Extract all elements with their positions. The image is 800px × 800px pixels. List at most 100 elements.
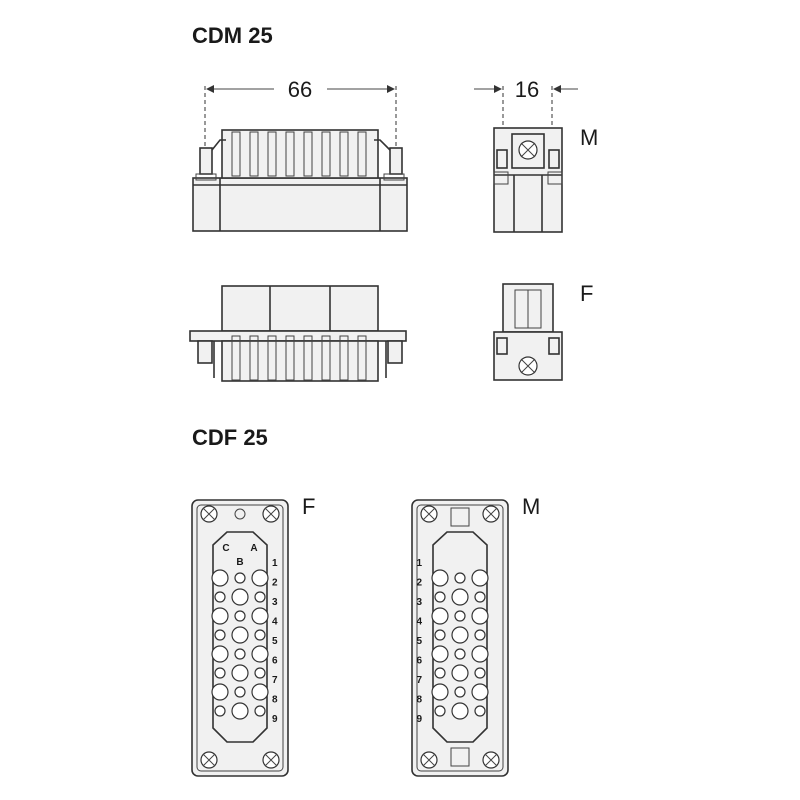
contact-hole xyxy=(431,683,449,701)
contact-hole xyxy=(474,591,486,603)
contact-hole xyxy=(474,667,486,679)
housing-rib xyxy=(231,131,241,177)
cdm-end-view-male xyxy=(493,127,563,233)
cdf-female-label: F xyxy=(302,494,315,519)
row-number: 6 xyxy=(272,656,278,667)
housing-rib xyxy=(249,335,259,381)
contact-hole xyxy=(231,626,249,644)
housing-rib xyxy=(249,131,259,177)
contact-hole xyxy=(251,569,269,587)
contact-hole xyxy=(231,702,249,720)
cdm-end-view-female xyxy=(493,283,563,381)
row-number: 3 xyxy=(272,597,278,608)
row-number: 9 xyxy=(272,714,278,725)
dimension-16: 16 xyxy=(474,77,578,160)
contact-hole xyxy=(434,705,446,717)
contact-hole xyxy=(254,705,266,717)
contact-hole xyxy=(471,683,489,701)
cdf-male-label: M xyxy=(522,494,540,519)
contact-hole xyxy=(434,629,446,641)
cdf-front-view-male: 1 2 3 4 5 6 7 8 9 xyxy=(411,499,509,777)
row-number: 9 xyxy=(416,714,422,725)
contact-hole xyxy=(234,648,246,660)
contact-hole xyxy=(451,664,469,682)
contact-hole xyxy=(211,645,229,663)
cdm-male-label: M xyxy=(580,125,598,150)
cdm-side-view-male xyxy=(192,129,408,232)
contact-hole xyxy=(231,664,249,682)
contact-hole xyxy=(214,705,226,717)
cdm-female-label: F xyxy=(580,281,593,306)
contact-hole xyxy=(254,667,266,679)
contact-hole xyxy=(431,645,449,663)
housing-rib xyxy=(267,335,277,381)
housing-rib xyxy=(357,335,367,381)
row-number: 1 xyxy=(272,558,278,569)
contact-hole xyxy=(214,591,226,603)
contact-hole xyxy=(211,569,229,587)
row-number: 4 xyxy=(272,617,278,628)
contact-hole xyxy=(214,629,226,641)
housing-rib xyxy=(285,335,295,381)
housing-rib xyxy=(339,335,349,381)
row-number: 5 xyxy=(272,636,278,647)
contact-hole xyxy=(474,629,486,641)
row-number: 3 xyxy=(416,597,422,608)
contact-hole xyxy=(454,648,466,660)
housing-rib xyxy=(321,131,331,177)
column-letter-a: A xyxy=(250,543,257,554)
row-number: 2 xyxy=(416,578,422,589)
contact-hole xyxy=(451,702,469,720)
contact-hole xyxy=(231,588,249,606)
housing-rib xyxy=(339,131,349,177)
contact-hole xyxy=(471,607,489,625)
housing-rib xyxy=(267,131,277,177)
housing-rib xyxy=(285,131,295,177)
contact-hole xyxy=(454,686,466,698)
row-number: 1 xyxy=(416,558,422,569)
row-number: 2 xyxy=(272,578,278,589)
contact-hole xyxy=(451,626,469,644)
housing-rib xyxy=(303,335,313,381)
contact-hole xyxy=(451,588,469,606)
housing-rib xyxy=(303,131,313,177)
contact-hole xyxy=(254,629,266,641)
contact-hole xyxy=(214,667,226,679)
cdm-title: CDM 25 xyxy=(192,23,273,48)
row-number: 6 xyxy=(416,656,422,667)
contact-hole xyxy=(434,591,446,603)
contact-hole xyxy=(211,607,229,625)
column-letter-c: C xyxy=(222,543,229,554)
contact-hole xyxy=(454,572,466,584)
contact-hole xyxy=(471,645,489,663)
housing-rib xyxy=(357,131,367,177)
cdm-side-view-female xyxy=(189,285,407,382)
cdf-title: CDF 25 xyxy=(192,425,268,450)
row-number: 7 xyxy=(416,675,422,686)
row-number: 5 xyxy=(416,636,422,647)
contact-hole xyxy=(234,572,246,584)
column-letter-b: B xyxy=(236,557,243,568)
contact-hole xyxy=(234,610,246,622)
contact-hole xyxy=(434,667,446,679)
housing-rib xyxy=(321,335,331,381)
contact-hole xyxy=(431,607,449,625)
contact-hole xyxy=(474,705,486,717)
row-number: 4 xyxy=(416,617,422,628)
dimension-66: 66 xyxy=(204,77,397,160)
contact-hole xyxy=(211,683,229,701)
contact-hole xyxy=(251,645,269,663)
contact-hole xyxy=(254,591,266,603)
contact-hole xyxy=(251,683,269,701)
contact-hole xyxy=(234,686,246,698)
contact-hole xyxy=(431,569,449,587)
row-number: 7 xyxy=(272,675,278,686)
cdf-front-view-female: C B A 1 2 3 4 5 6 7 8 9 xyxy=(191,499,289,777)
row-number: 8 xyxy=(272,695,278,706)
contact-hole xyxy=(251,607,269,625)
contact-hole xyxy=(454,610,466,622)
dimension-16-label: 16 xyxy=(515,77,539,102)
row-number: 8 xyxy=(416,695,422,706)
contact-hole xyxy=(471,569,489,587)
